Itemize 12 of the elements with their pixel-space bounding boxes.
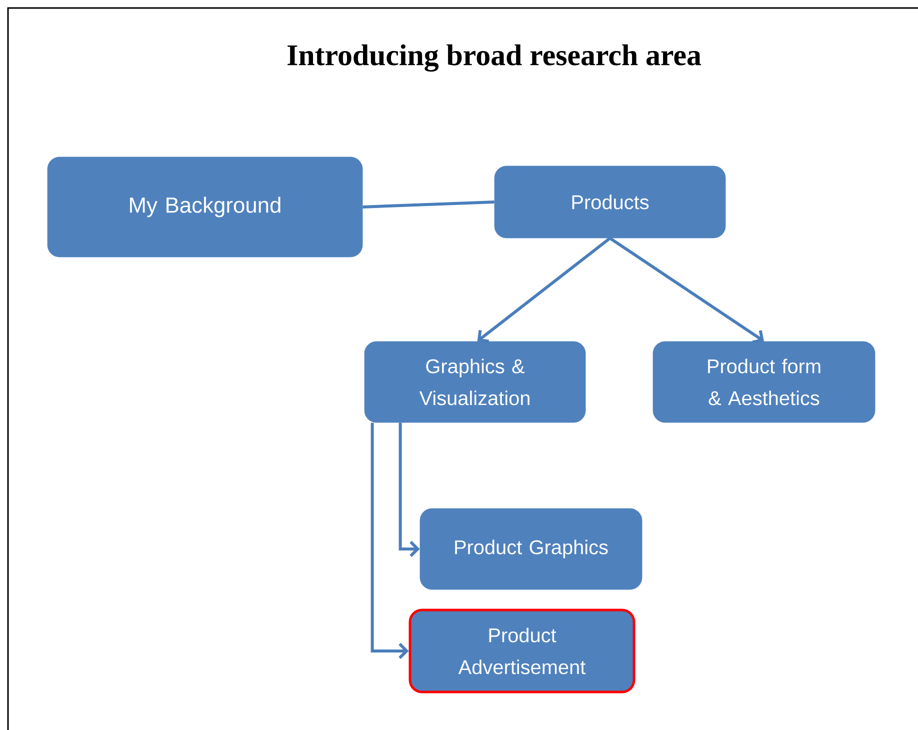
connector xyxy=(477,237,611,343)
process-box: Product Graphics xyxy=(420,508,642,590)
connector xyxy=(609,236,764,344)
connector xyxy=(362,200,494,208)
process-box: Product Advertisement xyxy=(408,608,636,694)
connector xyxy=(398,422,420,558)
process-box: Products xyxy=(494,166,726,238)
process-box: Product form & Aesthetics xyxy=(652,341,876,423)
connector xyxy=(370,422,409,660)
process-box: Graphics & Visualization xyxy=(364,341,586,423)
process-box: My Background xyxy=(47,156,363,258)
title: Introducing broad research area xyxy=(288,44,701,72)
